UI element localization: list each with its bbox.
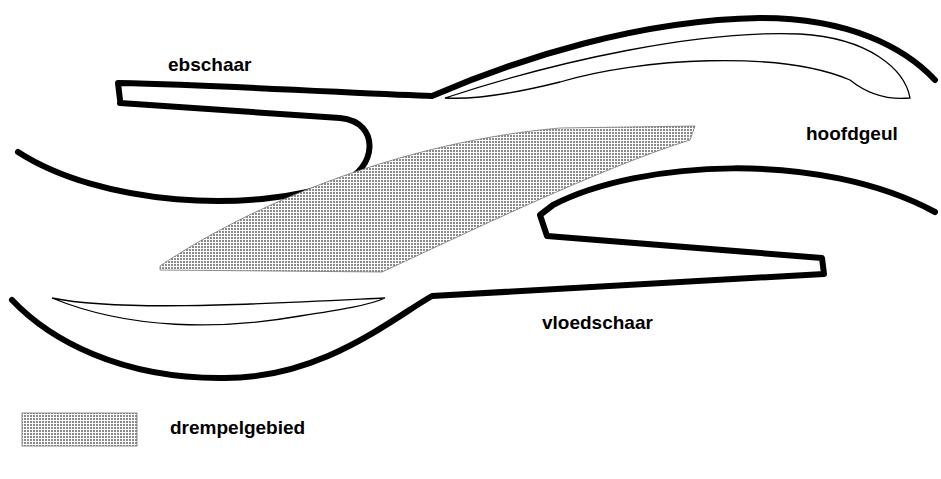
channel-label: hoofdgeul <box>806 124 898 145</box>
legend-text: drempelgebied <box>170 418 305 439</box>
bank-line <box>118 18 935 100</box>
shoal-outline <box>52 298 385 325</box>
threshold-area <box>160 126 695 272</box>
legend-swatch <box>21 412 139 448</box>
shoal-outline <box>445 34 910 99</box>
legend-sample <box>22 413 137 446</box>
channel-label: vloedschaar <box>542 313 653 334</box>
channel-label: ebschaar <box>168 55 251 76</box>
